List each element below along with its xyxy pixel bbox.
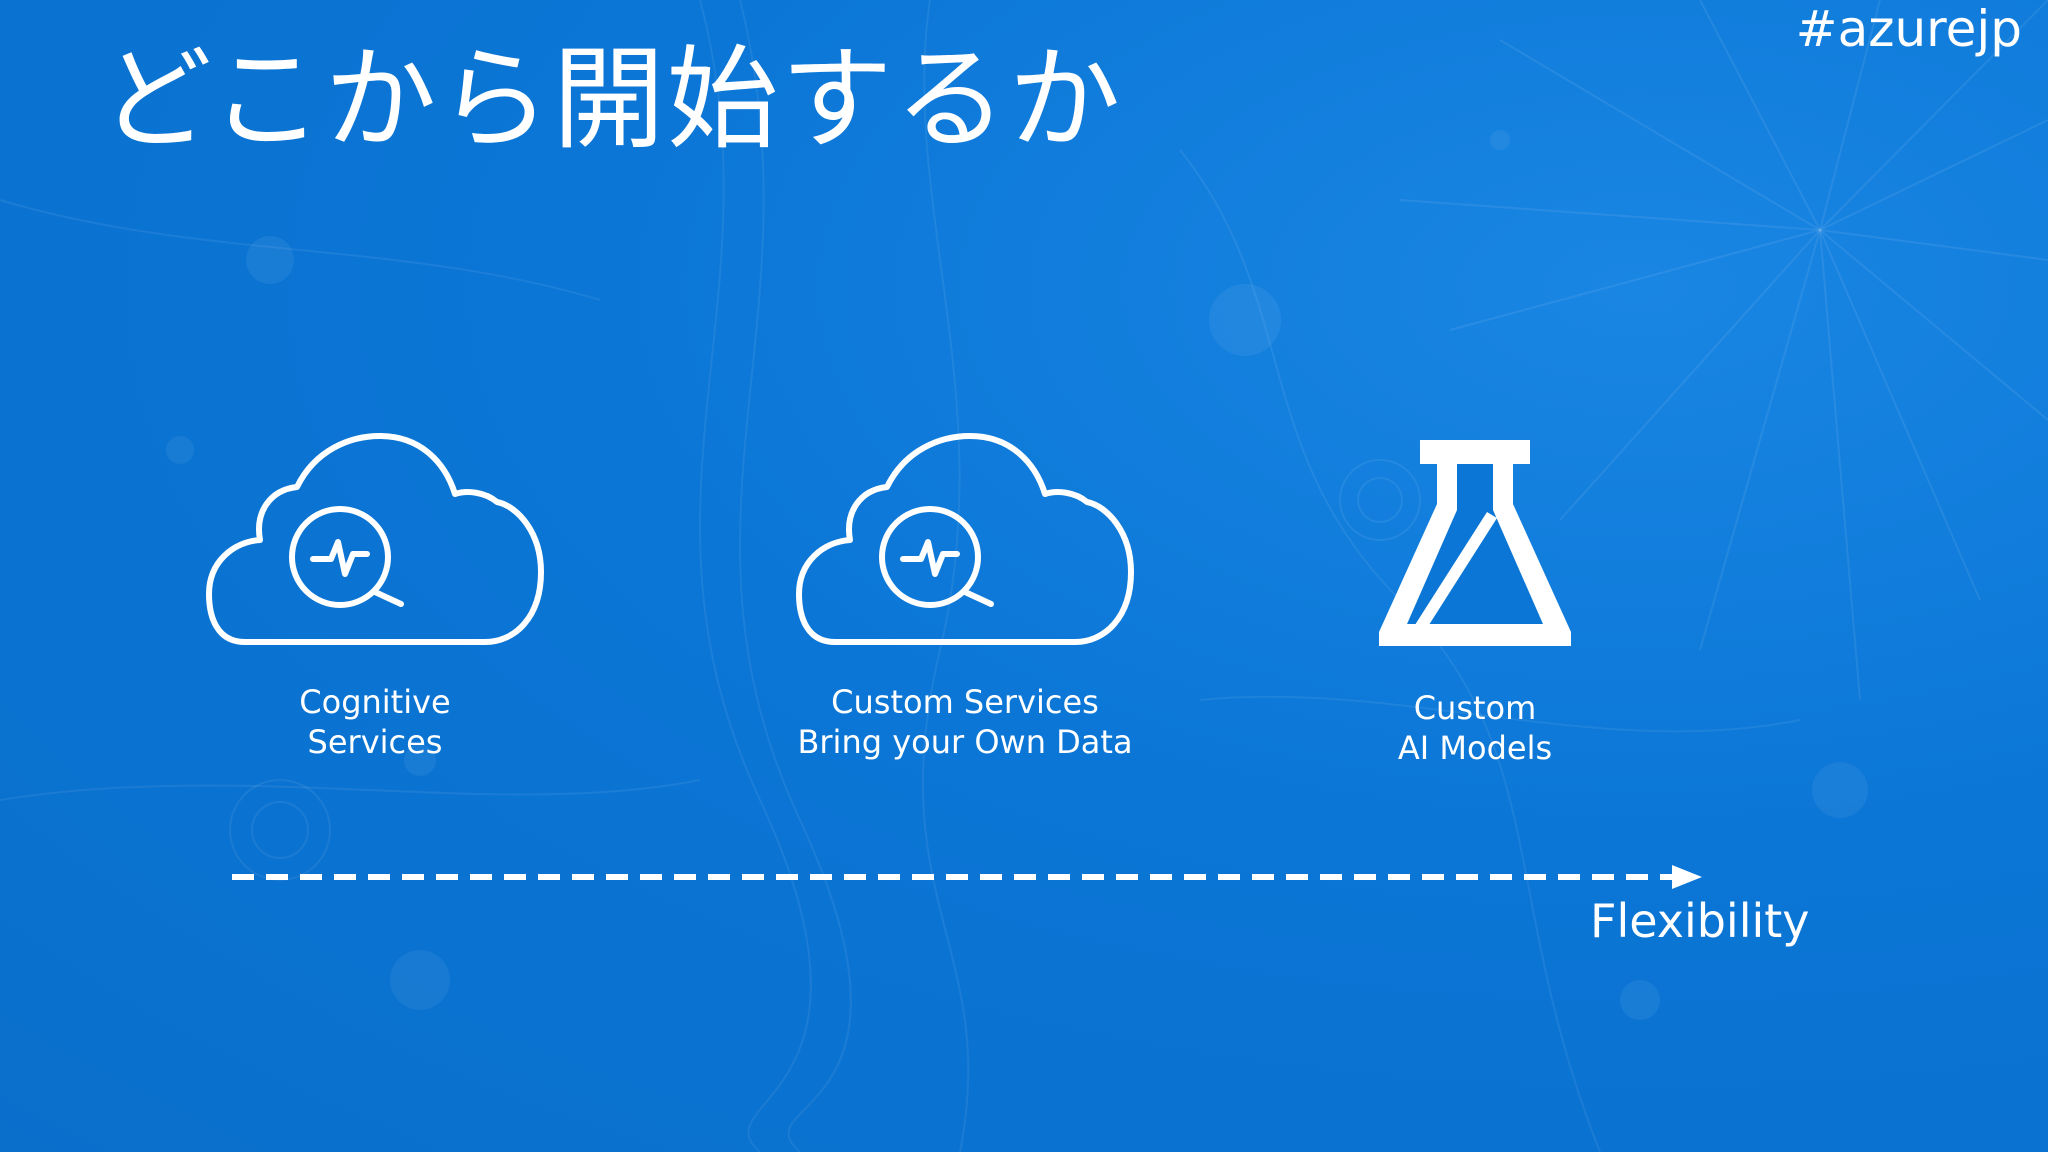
option-label-line: Bring your Own Data <box>797 723 1133 761</box>
slide-title: どこから開始するか <box>100 35 1123 165</box>
cloud-analytics-icon <box>796 433 1134 645</box>
flexibility-label: Flexibility <box>1590 894 1810 948</box>
option-label: Cognitive Services <box>200 682 550 762</box>
option-cognitive-services: Cognitive Services <box>200 432 550 762</box>
flask-icon <box>1379 440 1571 646</box>
option-label: Custom AI Models <box>1330 688 1620 768</box>
flexibility-axis-arrow <box>232 865 1702 889</box>
hashtag: #azurejp <box>1795 0 2022 58</box>
option-label-line: Services <box>307 723 443 761</box>
option-custom-services: Custom Services Bring your Own Data <box>775 432 1155 762</box>
option-label-line: Cognitive <box>299 683 451 721</box>
option-label-line: Custom <box>1413 689 1537 727</box>
option-label-line: Custom Services <box>831 683 1099 721</box>
option-label: Custom Services Bring your Own Data <box>775 682 1155 762</box>
option-custom-ai-models: Custom AI Models <box>1330 432 1620 768</box>
option-label-line: AI Models <box>1397 729 1553 767</box>
cloud-analytics-icon <box>206 433 544 645</box>
